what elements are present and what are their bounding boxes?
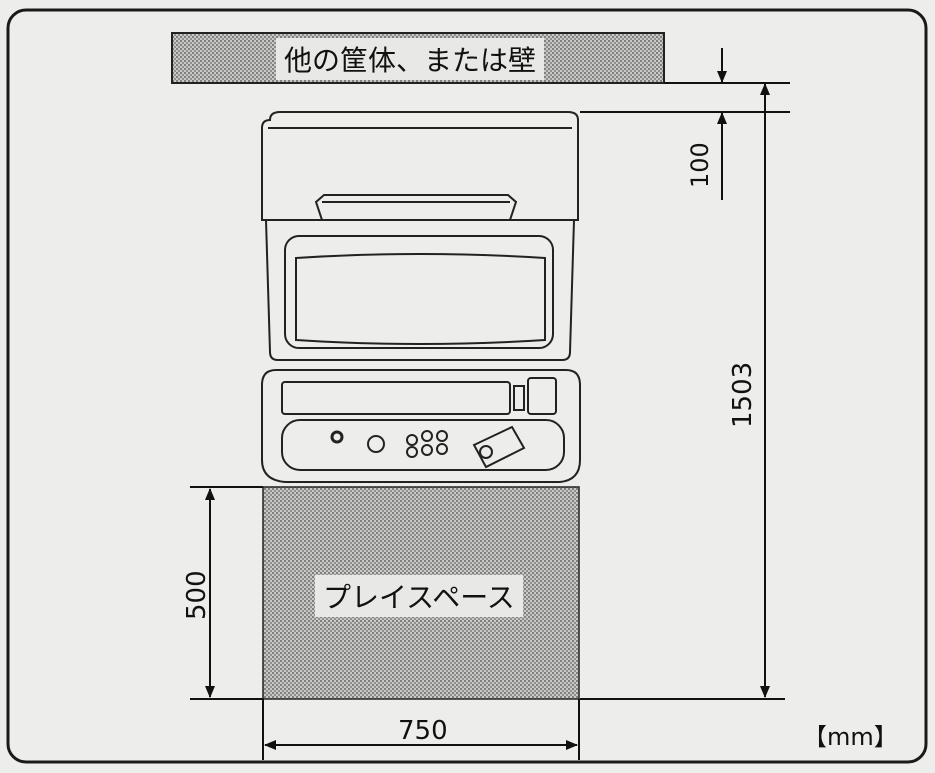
width-dimension <box>262 699 580 760</box>
depth-dimension <box>190 486 263 700</box>
height-dimension <box>580 83 785 700</box>
depth-value: 500 <box>182 570 212 620</box>
unit-label: 【mm】 <box>803 723 898 751</box>
play-space-label: プレイスペース <box>315 575 523 617</box>
clearance-value: 100 <box>686 142 714 188</box>
width-value: 750 <box>398 716 448 746</box>
cabinet-drawing <box>261 111 581 483</box>
height-value: 1503 <box>728 361 758 428</box>
wall-label: 他の筐体、または壁 <box>276 38 545 80</box>
outer-frame <box>6 8 928 764</box>
